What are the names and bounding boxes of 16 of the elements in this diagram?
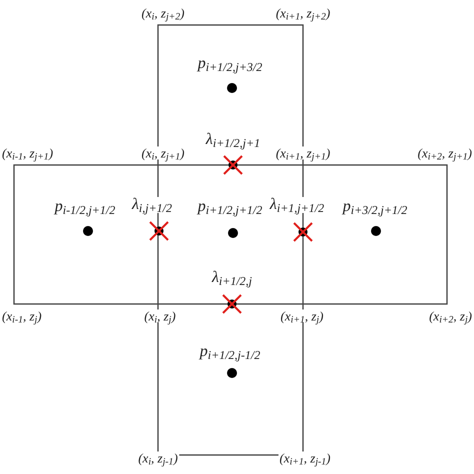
coordinate-label: (x$_{i+2}$, z$_{j}$) bbox=[428, 310, 473, 322]
multiplier-label: λ$_{i,j+1/2}$ bbox=[130, 197, 174, 213]
multiplier-label: λ$_{i+1,j+1/2}$ bbox=[268, 197, 326, 213]
coordinate-label: (x$_{i}$, z$_{j-1}$) bbox=[137, 452, 179, 464]
coordinate-label: (x$_{i+1}$, z$_{j}$) bbox=[280, 310, 324, 322]
coordinate-label: (x$_{i+2}$, z$_{j+1}$) bbox=[416, 146, 473, 160]
coordinate-label: (x$_{i+1}$, z$_{j-1}$) bbox=[278, 452, 332, 464]
coordinate-label: (x$_{i+1}$, z$_{j+1}$) bbox=[274, 146, 332, 160]
coordinate-label: (x$_{i+1}$, z$_{j+2}$) bbox=[274, 6, 332, 20]
coordinate-label: (x$_{i}$, z$_{j+1}$) bbox=[140, 146, 186, 160]
coordinate-label: (x$_{i}$, z$_{j}$) bbox=[143, 310, 177, 322]
coordinate-label: (x$_{i-1}$, z$_{j+1}$) bbox=[1, 146, 54, 160]
multiplier-label: λ$_{i+1/2,j}$ bbox=[210, 270, 254, 286]
multiplier-label: λ$_{i+1/2,j+1}$ bbox=[204, 132, 262, 148]
coordinate-label: (x$_{i-1}$, z$_{j}$) bbox=[1, 310, 43, 322]
coordinate-label: (x$_{i}$, z$_{j+2}$) bbox=[140, 6, 186, 20]
